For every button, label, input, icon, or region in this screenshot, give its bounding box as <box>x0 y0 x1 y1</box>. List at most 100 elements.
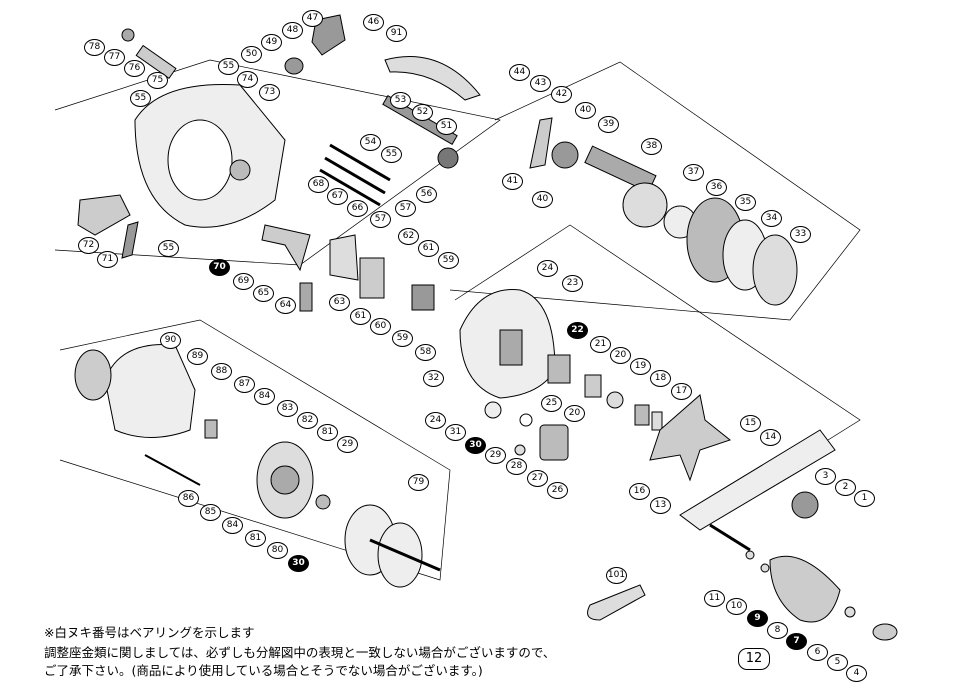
part-callout-72: 72 <box>78 237 99 254</box>
part-callout-46: 46 <box>363 14 384 31</box>
group-outline-drive <box>449 61 861 321</box>
handle-arm <box>679 429 836 531</box>
part-callout-13: 13 <box>650 497 671 514</box>
part-callout-66: 66 <box>347 200 368 217</box>
part-callout-74: 74 <box>237 71 258 88</box>
part-callout-54: 54 <box>360 134 381 151</box>
part-callout-51: 51 <box>436 118 457 135</box>
level-wind-shaft <box>135 44 177 80</box>
part-callout-56: 56 <box>416 186 437 203</box>
clutch-lever <box>261 224 311 272</box>
part-callout-55: 55 <box>130 90 151 107</box>
part-callout-44: 44 <box>509 64 530 81</box>
part-callout-75: 75 <box>147 72 168 89</box>
part-callout-80: 80 <box>267 542 288 559</box>
part-callout-52: 52 <box>412 104 433 121</box>
part-callout-49: 49 <box>261 34 282 51</box>
part-callout-91: 91 <box>386 25 407 42</box>
part-callout-84: 84 <box>222 517 243 534</box>
part-callout-84: 84 <box>254 388 275 405</box>
part-callout-78: 78 <box>84 39 105 56</box>
part-callout-31: 31 <box>445 424 466 441</box>
part-callout-47: 47 <box>302 10 323 27</box>
part-callout-39: 39 <box>598 116 619 133</box>
drive-gear-small <box>551 141 579 169</box>
part-callout-65: 65 <box>253 285 274 302</box>
part-callout-59: 59 <box>438 252 459 269</box>
part-callout-5: 5 <box>827 654 848 671</box>
page-number: 12 <box>738 648 770 670</box>
part-callout-64: 64 <box>275 297 296 314</box>
bearing-note: ※白ヌキ番号はベアリングを示します <box>44 625 255 640</box>
frame-cover-arc <box>384 56 481 101</box>
part-callout-81: 81 <box>317 424 338 441</box>
part-callout-24: 24 <box>537 260 558 277</box>
part-callout-43: 43 <box>530 75 551 92</box>
part-callout-71: 71 <box>97 251 118 268</box>
part-callout-7: 7 <box>786 633 807 650</box>
part-callout-18: 18 <box>650 370 671 387</box>
part-callout-82: 82 <box>297 412 318 429</box>
part-callout-6: 6 <box>807 644 828 661</box>
part-callout-50: 50 <box>241 46 262 63</box>
drag-washer <box>752 234 798 306</box>
part-callout-37: 37 <box>683 164 704 181</box>
part-callout-24: 24 <box>425 412 446 429</box>
star-drag-knob <box>649 394 732 482</box>
part-callout-35: 35 <box>735 194 756 211</box>
brake-side-plate <box>104 343 196 438</box>
part-callout-33: 33 <box>790 226 811 243</box>
part-callout-88: 88 <box>211 363 232 380</box>
part-callout-58: 58 <box>415 344 436 361</box>
part-callout-81: 81 <box>245 530 266 547</box>
thumb-rest <box>311 14 346 56</box>
part-callout-83: 83 <box>277 400 298 417</box>
part-callout-3: 3 <box>815 468 836 485</box>
group-outline-spool <box>59 319 451 581</box>
part-callout-20: 20 <box>610 347 631 364</box>
part-callout-67: 67 <box>327 188 348 205</box>
part-callout-87: 87 <box>234 376 255 393</box>
part-callout-79: 79 <box>408 474 429 491</box>
part-callout-34: 34 <box>761 210 782 227</box>
part-callout-17: 17 <box>671 383 692 400</box>
part-callout-40: 40 <box>532 191 553 208</box>
part-callout-55: 55 <box>381 146 402 163</box>
part-callout-4: 4 <box>846 665 867 682</box>
part-callout-14: 14 <box>760 429 781 446</box>
part-callout-69: 69 <box>233 273 254 290</box>
part-callout-90: 90 <box>160 332 181 349</box>
part-callout-23: 23 <box>562 275 583 292</box>
part-callout-22: 22 <box>567 322 588 339</box>
part-callout-53: 53 <box>390 92 411 109</box>
part-callout-11: 11 <box>704 590 725 607</box>
part-callout-36: 36 <box>706 179 727 196</box>
pinion-yoke <box>359 257 385 299</box>
part-callout-57: 57 <box>370 211 391 228</box>
part-callout-16: 16 <box>629 483 650 500</box>
part-callout-60: 60 <box>370 318 391 335</box>
part-callout-21: 21 <box>590 336 611 353</box>
part-callout-30: 30 <box>288 555 309 572</box>
part-callout-61: 61 <box>350 308 371 325</box>
part-callout-55: 55 <box>158 240 179 257</box>
part-callout-61: 61 <box>418 240 439 257</box>
part-callout-27: 27 <box>527 470 548 487</box>
part-callout-63: 63 <box>329 294 350 311</box>
part-callout-89: 89 <box>187 348 208 365</box>
part-callout-62: 62 <box>398 228 419 245</box>
cast-control-knob <box>539 424 569 461</box>
part-callout-32: 32 <box>423 370 444 387</box>
part-callout-73: 73 <box>259 84 280 101</box>
part-callout-30: 30 <box>465 437 486 454</box>
clutch-cam <box>329 234 359 281</box>
part-callout-55: 55 <box>218 58 239 75</box>
part-callout-40: 40 <box>575 102 596 119</box>
part-callout-41: 41 <box>502 173 523 190</box>
part-callout-76: 76 <box>124 60 145 77</box>
shim-note: 調整座金類に関しましては、必ずしも分解図中の表現と一致しない場合がございますので… <box>44 645 556 660</box>
part-callout-20: 20 <box>564 405 585 422</box>
part-callout-10: 10 <box>726 598 747 615</box>
